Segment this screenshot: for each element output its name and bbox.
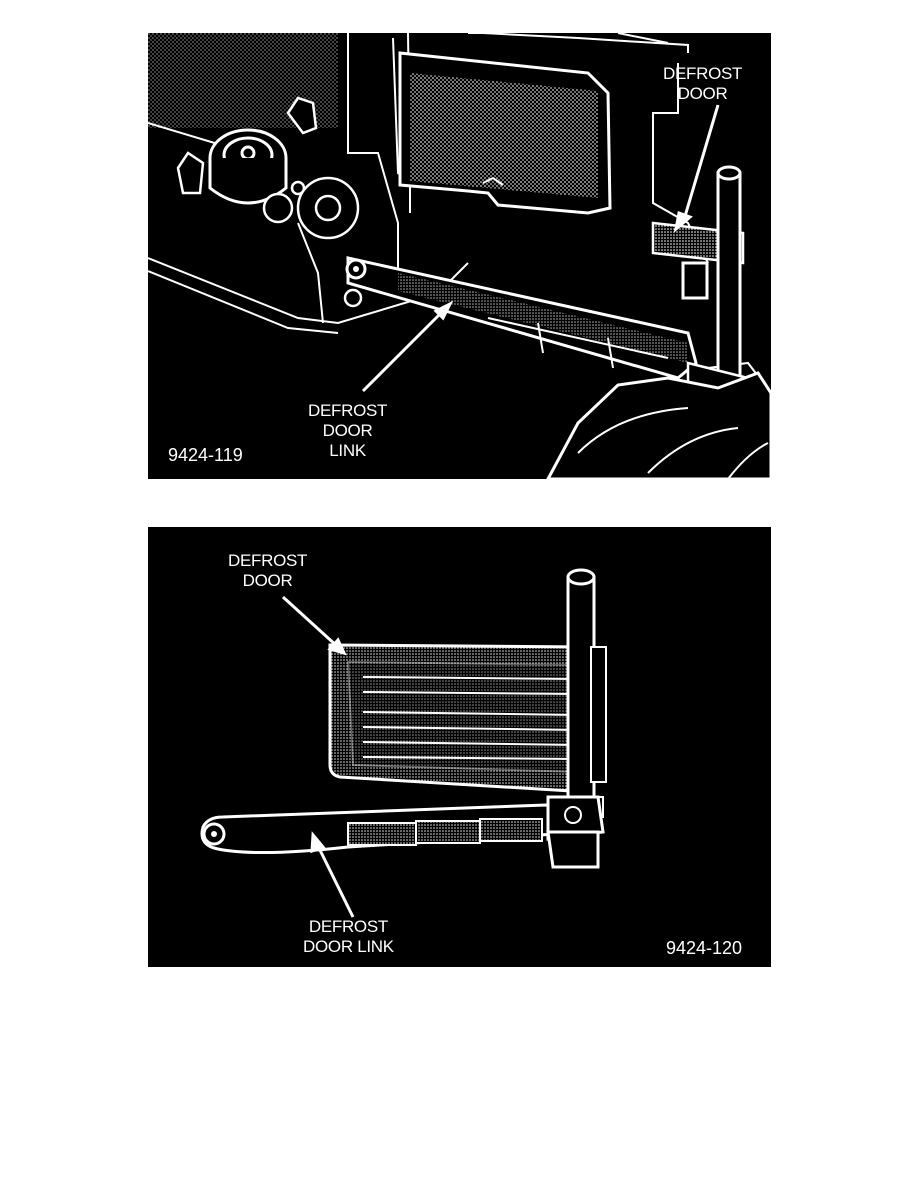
label-defrost-door-link-line-3: LINK	[329, 441, 366, 460]
defrost-door-link-arm	[200, 795, 605, 869]
label-defrost-door-line-2: DOOR	[677, 84, 728, 103]
retaining-clips	[176, 96, 363, 308]
defrost-door-and-shaft	[651, 165, 750, 405]
hand-holding-link	[546, 371, 771, 479]
figure-number: 9424-120	[666, 938, 743, 958]
leader-line-defrost-door	[281, 595, 340, 649]
door-ribs	[362, 676, 579, 760]
arrowhead-defrost-door-link	[433, 300, 454, 321]
defrost-door-link-arm	[345, 256, 698, 380]
air-vent-box	[398, 51, 612, 215]
label-defrost-door-link-line-1: DEFROST	[308, 917, 388, 936]
arrowhead-defrost-door	[673, 210, 693, 233]
label-defrost-door-line-1: DEFROST	[663, 64, 743, 83]
defrost-door-component-illustration	[200, 568, 607, 918]
label-defrost-door: DEFROST DOOR	[228, 551, 307, 591]
label-defrost-door-link-line-1: DEFROST	[308, 401, 388, 420]
label-defrost-door-link: DEFROST DOOR LINK	[303, 917, 394, 957]
arrowhead-defrost-door	[327, 637, 347, 656]
label-defrost-door: DEFROST DOOR	[663, 64, 742, 104]
figure-number: 9424-119	[168, 445, 243, 465]
leader-line-defrost-door	[681, 104, 720, 224]
leader-arrows	[281, 595, 355, 918]
leader-line-defrost-door-link	[314, 841, 355, 918]
label-defrost-door-link: DEFROST DOOR LINK	[308, 401, 387, 461]
figure-defrost-door-installed: DEFROST DOOR DEFROST DOOR LINK 9424-119	[148, 33, 771, 479]
defrost-door-assembly-illustration	[148, 33, 771, 479]
actuator-knob	[208, 128, 288, 205]
label-defrost-door-link-line-2: DOOR LINK	[303, 937, 394, 956]
leader-line-defrost-door-link	[361, 309, 445, 393]
leader-arrows	[361, 104, 720, 393]
label-defrost-door-line-1: DEFROST	[228, 551, 308, 570]
label-defrost-door-line-2: DOOR	[242, 571, 293, 590]
defrost-door-panel	[328, 643, 590, 794]
arrowhead-defrost-door-link	[310, 831, 326, 854]
label-defrost-door-link-line-2: DOOR	[322, 421, 373, 440]
figure-defrost-door-removed: DEFROST DOOR DEFROST DOOR LINK 9424-120	[148, 527, 771, 967]
